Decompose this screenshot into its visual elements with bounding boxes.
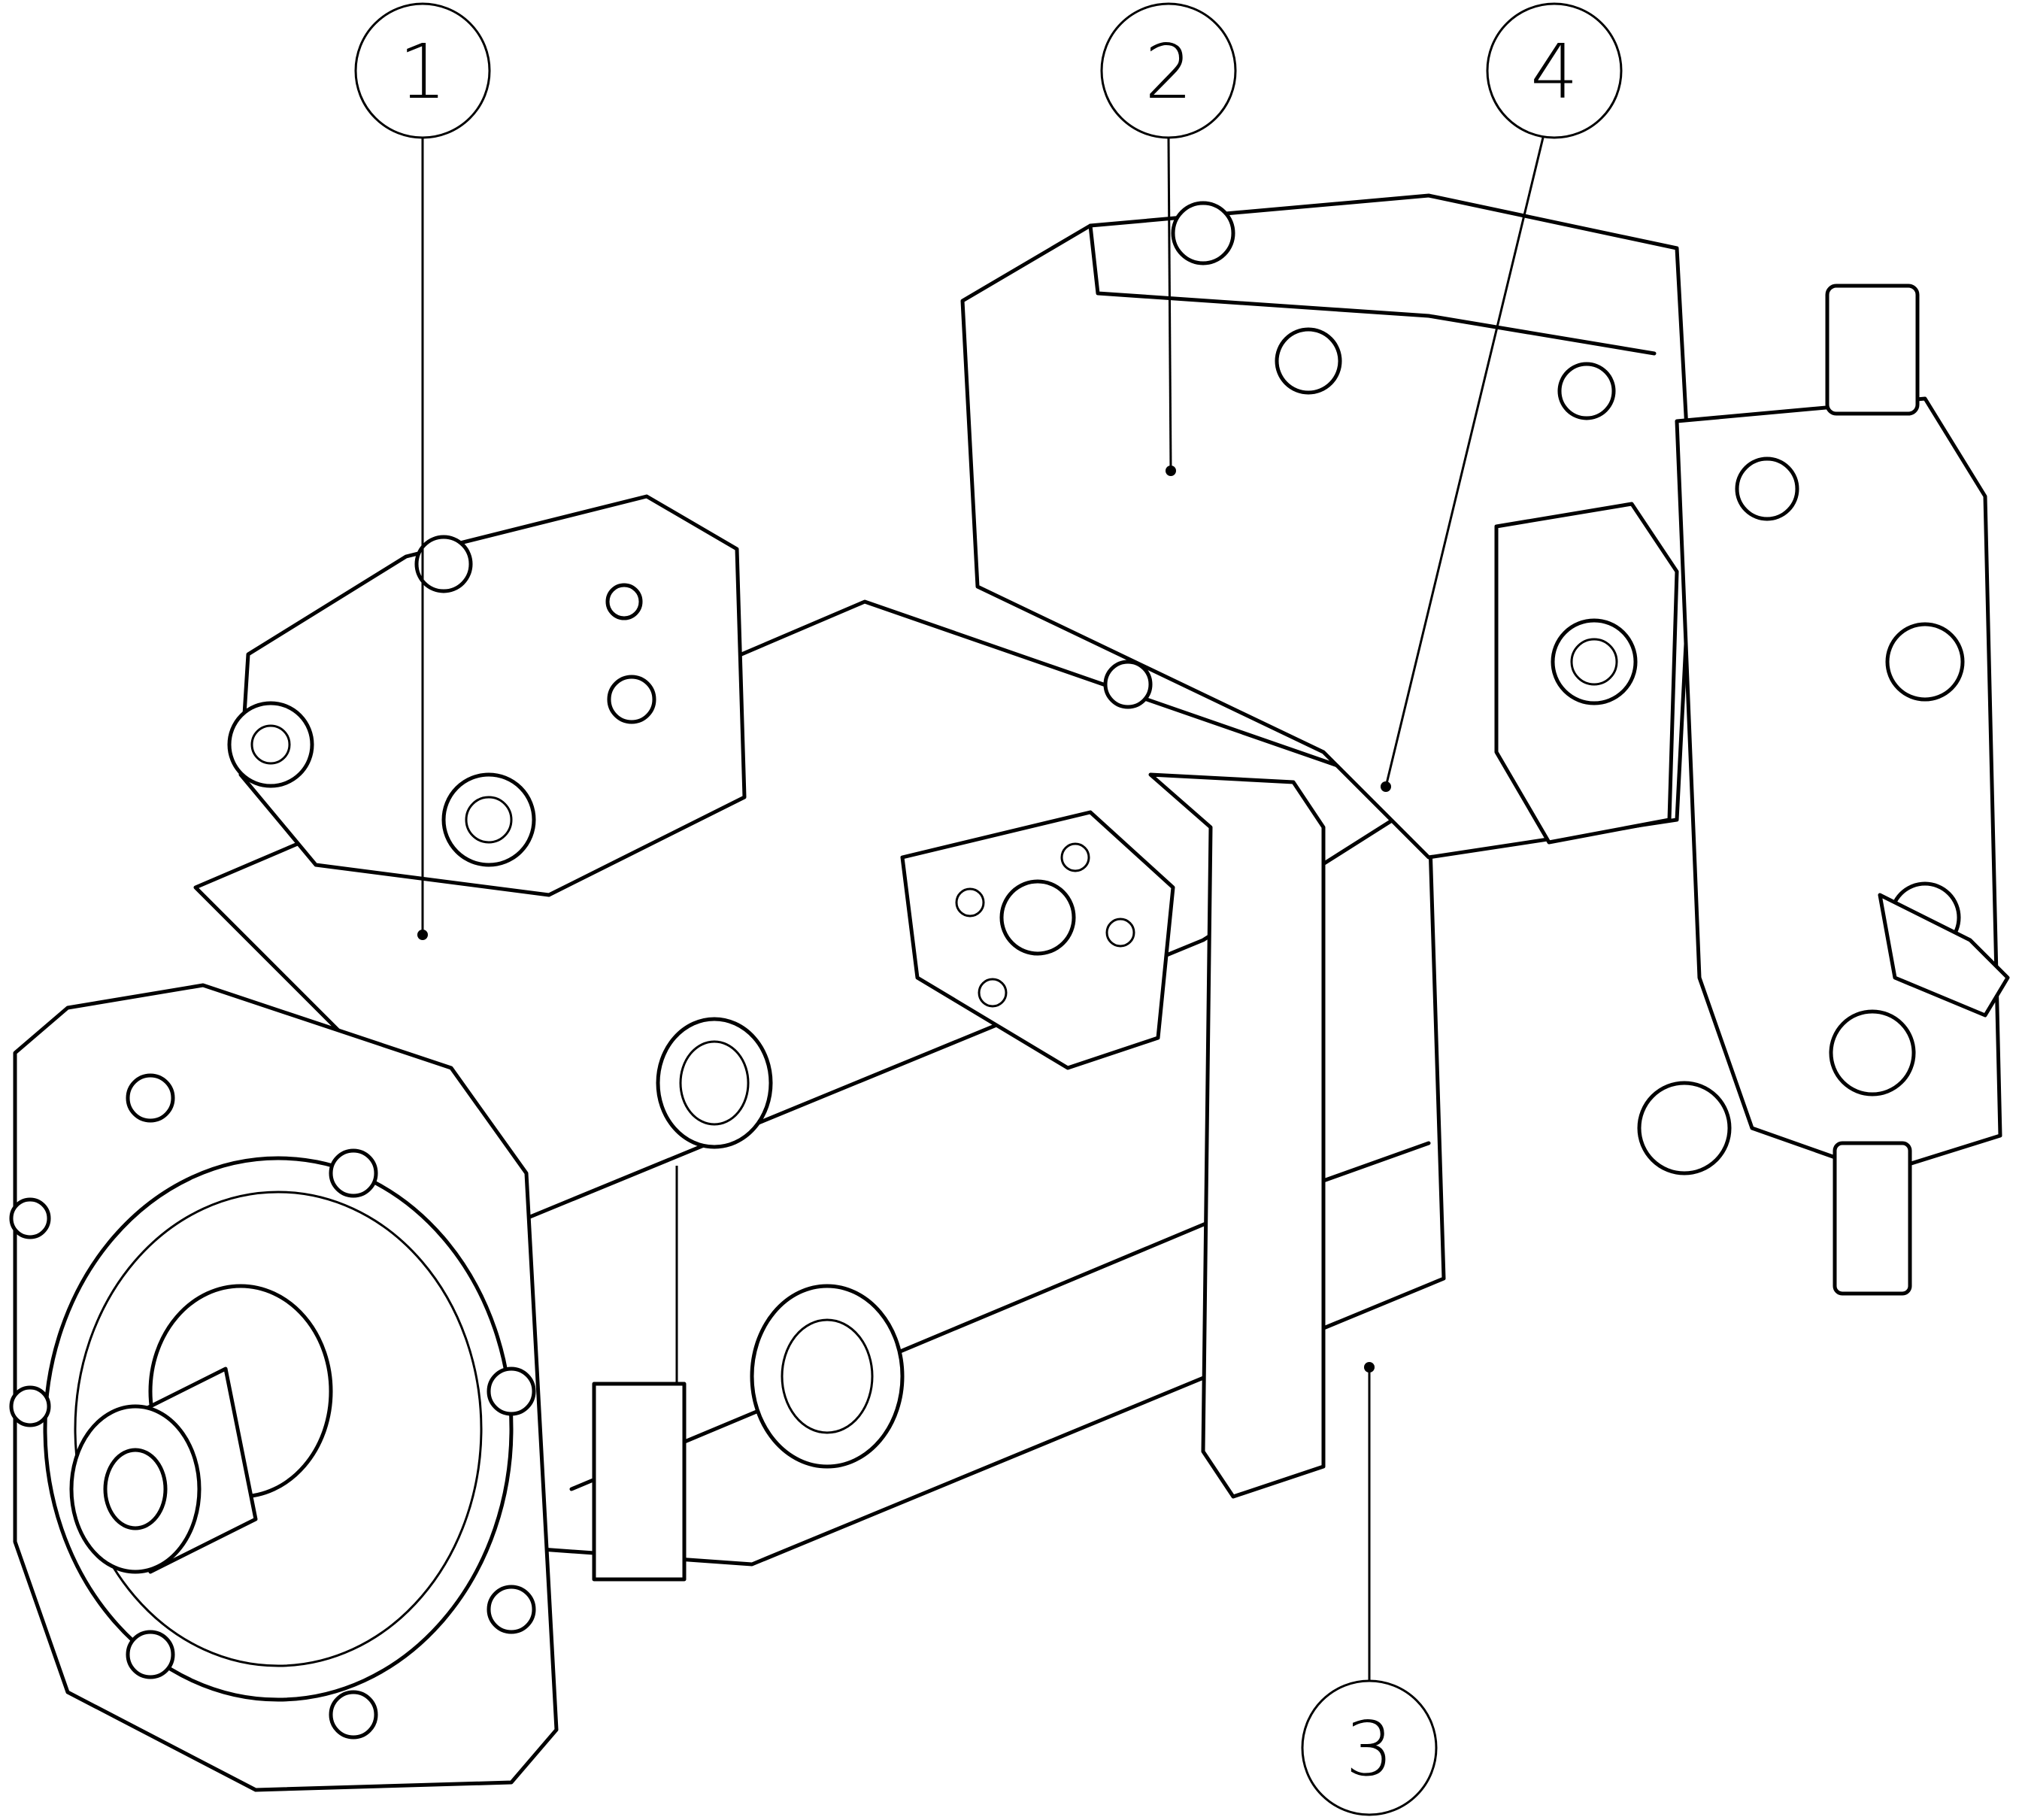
rear-pump [960, 193, 1694, 860]
callout-2: 2 [1100, 2, 1237, 139]
valve-block [1637, 284, 2010, 1296]
front-flange [9, 983, 559, 1792]
callout-2-label: 2 [1144, 28, 1193, 116]
control-valve [227, 494, 747, 897]
adapter-plate [656, 772, 1326, 1499]
callout-3: 3 [1301, 1679, 1438, 1816]
callout-4: 4 [1486, 2, 1623, 139]
leader-lines [417, 137, 1545, 1681]
callout-1: 1 [354, 2, 491, 139]
callout-4-label: 4 [1530, 28, 1578, 116]
callout-1-label: 1 [399, 28, 447, 116]
callout-3-label: 3 [1345, 1705, 1393, 1793]
